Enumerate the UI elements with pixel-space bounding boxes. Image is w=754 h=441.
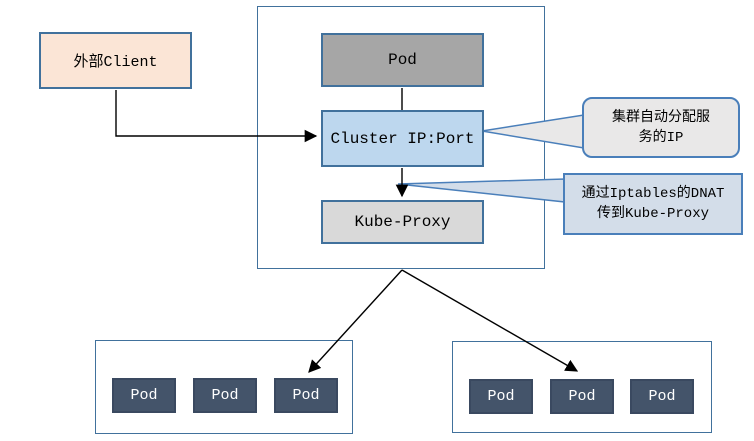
connector-cluster-to-left-node (308, 269, 403, 373)
callout-auto-assign-ip: 集群自动分配服 务的IP (582, 97, 740, 158)
worker-node-group-left: Pod Pod Pod (95, 340, 353, 434)
worker-pod: Pod (112, 378, 176, 413)
callout-dnat-line2: 传到Kube-Proxy (596, 206, 709, 222)
callout-auto-assign-tail (481, 114, 585, 149)
worker-pod: Pod (550, 379, 614, 414)
pod-box: Pod (321, 33, 484, 87)
callout-auto-assign-line1: 集群自动分配服 (612, 109, 710, 126)
external-client-box: 外部Client (39, 32, 192, 89)
worker-pod: Pod (630, 379, 694, 414)
worker-pod: Pod (469, 379, 533, 414)
worker-pod: Pod (274, 378, 338, 413)
callout-dnat-line1: 通过Iptables的DNAT (581, 186, 725, 202)
worker-node-group-right: Pod Pod Pod (452, 341, 712, 433)
callout-dnat-tail (397, 178, 566, 203)
connector-client-to-clusterip (115, 90, 318, 143)
cluster-ip-port-box: Cluster IP:Port (321, 110, 484, 167)
connector-cluster-to-right-node (401, 269, 579, 372)
callout-iptables-dnat: 通过Iptables的DNAT 传到Kube-Proxy (563, 173, 743, 235)
worker-pod: Pod (193, 378, 257, 413)
callout-auto-assign-line2: 务的IP (638, 129, 684, 146)
kube-proxy-box: Kube-Proxy (321, 200, 484, 244)
